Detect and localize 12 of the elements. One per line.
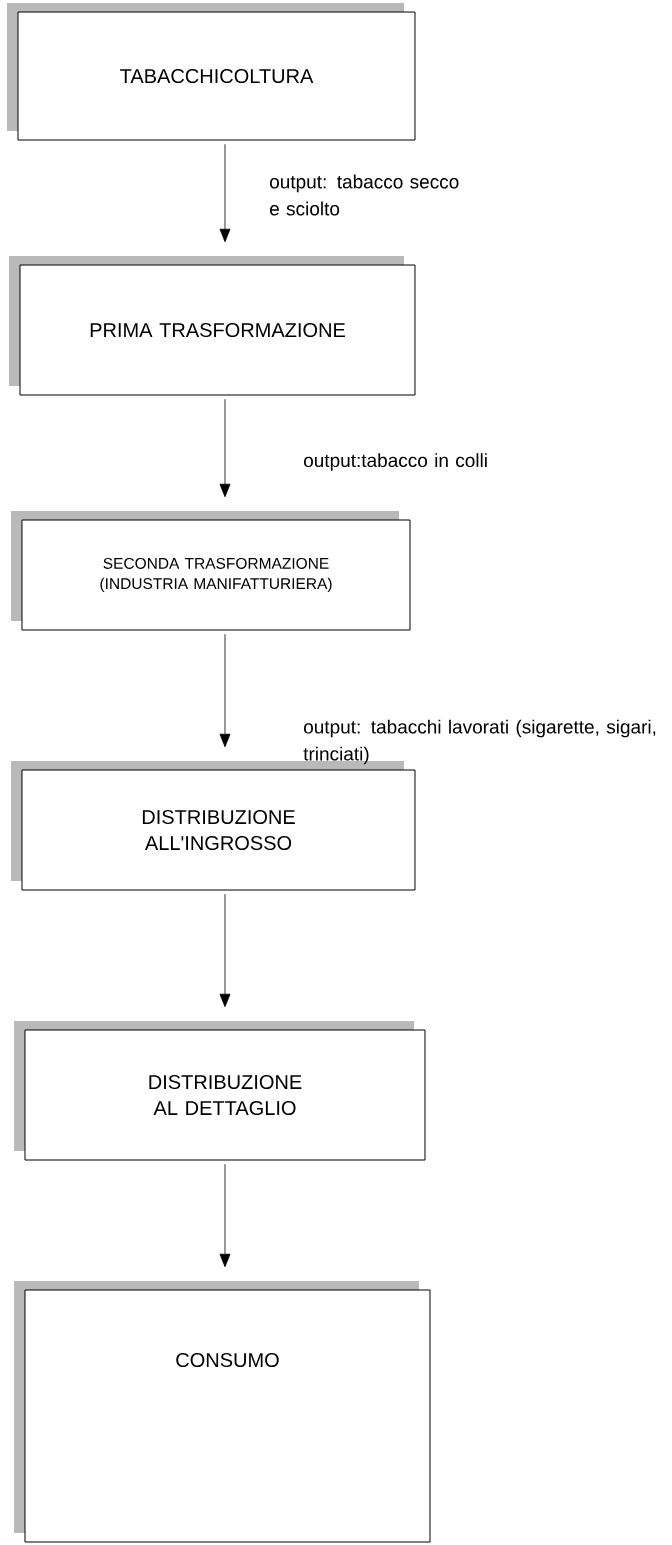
edge-label: output:tabacco in colli — [304, 453, 487, 471]
process-box: CONSUMO — [14, 1281, 431, 1543]
arrow — [219, 1163, 231, 1268]
process-box: SECONDA TRASFORMAZIONE (INDUSTRIA MANIFATTURIERA) — [11, 511, 411, 631]
process-box: TABACCHICOLTURA — [7, 3, 416, 141]
arrow — [219, 143, 231, 243]
arrow — [219, 893, 231, 1008]
edge-label: output: tabacco secco e sciolto — [270, 174, 459, 216]
process-box: PRIMA TRASFORMAZIONE — [9, 256, 416, 396]
process-box: DISTRIBUZIONE AL DETTAGLIO — [14, 1021, 426, 1161]
arrow — [219, 633, 231, 748]
arrow — [219, 398, 231, 498]
